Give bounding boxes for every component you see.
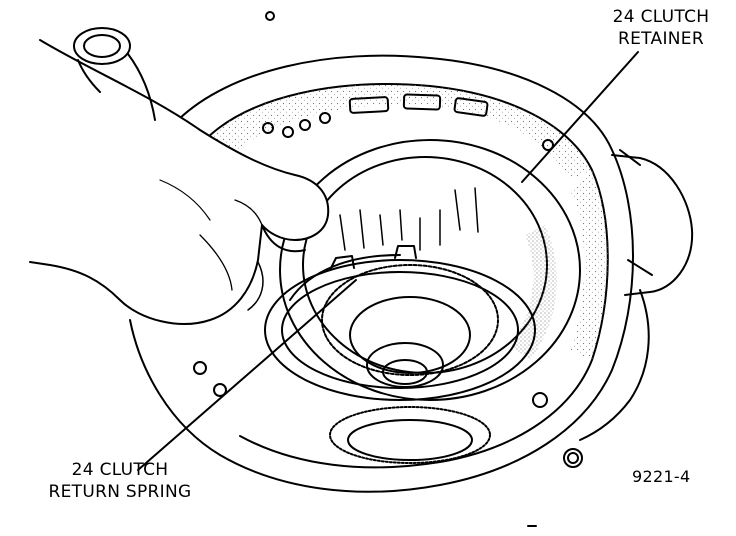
housing-hole [265,11,275,21]
return-spring-label-line2: RETURN SPRING [48,482,192,502]
housing-hole [299,119,311,131]
housing-hole [319,112,331,124]
spring-leader [137,279,357,471]
housing-hole [193,361,207,375]
housing-slot [402,93,442,111]
housing-hole [262,122,274,134]
housing-slot [453,97,489,117]
return-spring-ring [264,259,536,401]
clutch-retainer-label-line1: 24 CLUTCH [612,7,710,27]
housing-hole [542,139,554,151]
housing-outer-edge [129,54,634,493]
figure-id: 9221-4 [632,467,691,486]
clutch-retainer-label-line2: RETAINER [618,29,704,49]
housing-hole [213,383,227,397]
clutch-retainer-label: 24 CLUTCH RETAINER [596,6,726,50]
return-spring-label-line1: 24 CLUTCH [71,460,169,480]
housing-hole [282,126,294,138]
bolt-head [563,448,583,468]
hub-center [366,342,444,388]
housing-hole [532,392,548,408]
clutch-retainer-outer [279,139,581,401]
hand [29,39,330,325]
housing-slot [348,96,390,114]
gear-hub [349,296,471,374]
return-spring-label: 24 CLUTCH RETURN SPRING [30,459,210,503]
lower-gear-ring [329,406,491,464]
retainer-leader [521,51,639,183]
sleeve-end [73,27,131,65]
gear-hub-outer [321,264,499,376]
housing-flange [611,154,694,296]
